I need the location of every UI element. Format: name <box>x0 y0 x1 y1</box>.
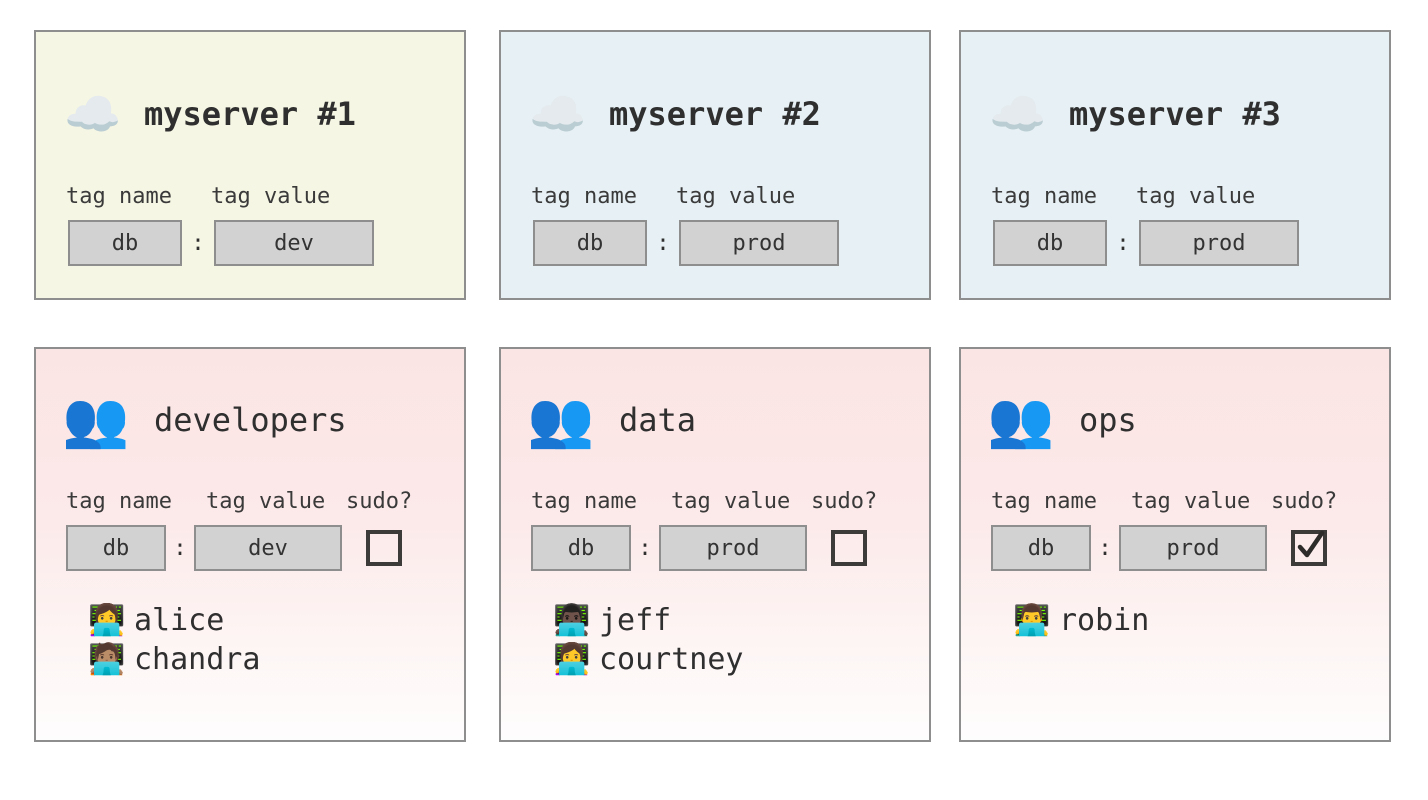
server-card-2-header: ☁️ myserver #2 <box>501 32 929 150</box>
tag-separator: : <box>1116 230 1130 256</box>
cloud-icon: ☁️ <box>529 87 587 141</box>
group-card-ops-header: 👥 ops <box>961 349 1389 463</box>
sudo-checkbox[interactable] <box>366 530 402 566</box>
list-item[interactable]: 🧑🏽‍💻 chandra <box>88 642 464 677</box>
member-name: robin <box>1059 603 1150 638</box>
group-card-data[interactable]: 👥 data tag name tag value sudo? db : pro… <box>499 347 931 742</box>
tag-value-value[interactable]: dev <box>214 220 374 266</box>
server-card-2-tag-headers: tag name tag value <box>501 186 929 208</box>
member-name: jeff <box>599 603 672 638</box>
server-card-1-header: ☁️ myserver #1 <box>36 32 464 150</box>
sudo-cell <box>1291 530 1327 566</box>
tag-value-header: tag value <box>1131 489 1251 514</box>
group-card-developers-title: developers <box>154 401 347 439</box>
person-technologist-icon: 👩‍💻 <box>88 602 126 638</box>
tag-name-value[interactable]: db <box>993 220 1107 266</box>
server-card-2[interactable]: ☁️ myserver #2 tag name tag value db : p… <box>499 30 931 300</box>
server-card-2-title: myserver #2 <box>609 95 821 133</box>
tag-value-value[interactable]: prod <box>1119 525 1267 571</box>
tag-name-value[interactable]: db <box>533 220 647 266</box>
tag-value-value[interactable]: dev <box>194 525 342 571</box>
server-card-3-tag-row: db : prod <box>961 220 1389 266</box>
checkmark-icon <box>1297 530 1325 558</box>
tag-separator: : <box>173 535 187 561</box>
tag-value-header: tag value <box>671 489 791 514</box>
tag-separator: : <box>638 535 652 561</box>
sudo-checkbox[interactable] <box>831 530 867 566</box>
list-item[interactable]: 👨‍💻 robin <box>1013 603 1389 638</box>
tag-name-header: tag name <box>531 489 637 514</box>
tag-separator: : <box>1098 535 1112 561</box>
member-name: courtney <box>599 642 744 677</box>
tag-name-value[interactable]: db <box>531 525 631 571</box>
tag-value-header: tag value <box>211 184 331 209</box>
tag-name-value[interactable]: db <box>991 525 1091 571</box>
tag-name-header: tag name <box>66 184 172 209</box>
group-card-ops-title: ops <box>1079 401 1137 439</box>
person-technologist-icon: 👨‍💻 <box>1013 602 1051 638</box>
tag-value-header: tag value <box>676 184 796 209</box>
sudo-cell <box>831 530 867 566</box>
group-card-developers[interactable]: 👥 developers tag name tag value sudo? db… <box>34 347 466 742</box>
tag-name-header: tag name <box>531 184 637 209</box>
cloud-icon: ☁️ <box>989 87 1047 141</box>
group-card-ops[interactable]: 👥 ops tag name tag value sudo? db : prod… <box>959 347 1391 742</box>
list-item[interactable]: 👩‍💻 courtney <box>553 642 929 677</box>
server-card-1-tag-row: db : dev <box>36 220 464 266</box>
group-card-ops-tag-row: db : prod <box>961 525 1389 571</box>
list-item[interactable]: 👨🏿‍💻 jeff <box>553 603 929 638</box>
group-card-developers-tag-row: db : dev <box>36 525 464 571</box>
person-technologist-icon: 🧑🏽‍💻 <box>88 641 126 677</box>
tag-name-header: tag name <box>991 184 1097 209</box>
group-card-ops-members: 👨‍💻 robin <box>961 603 1389 638</box>
group-card-data-tag-row: db : prod <box>501 525 929 571</box>
person-technologist-icon: 👩‍💻 <box>553 641 591 677</box>
group-card-data-title: data <box>619 401 697 439</box>
group-card-data-tag-headers: tag name tag value sudo? <box>501 491 929 513</box>
tag-value-value[interactable]: prod <box>1139 220 1299 266</box>
sudo-header: sudo? <box>346 489 413 514</box>
busts-in-silhouette-icon: 👥 <box>987 388 1055 451</box>
group-card-developers-header: 👥 developers <box>36 349 464 463</box>
group-card-data-members: 👨🏿‍💻 jeff 👩‍💻 courtney <box>501 603 929 677</box>
server-card-1-tag-headers: tag name tag value <box>36 186 464 208</box>
server-card-1-title: myserver #1 <box>144 95 356 133</box>
cloud-icon: ☁️ <box>64 87 122 141</box>
tag-name-value[interactable]: db <box>68 220 182 266</box>
group-card-data-header: 👥 data <box>501 349 929 463</box>
server-card-3-header: ☁️ myserver #3 <box>961 32 1389 150</box>
server-card-3-tag-headers: tag name tag value <box>961 186 1389 208</box>
person-technologist-icon: 👨🏿‍💻 <box>553 602 591 638</box>
group-card-ops-tag-headers: tag name tag value sudo? <box>961 491 1389 513</box>
tag-value-header: tag value <box>206 489 326 514</box>
member-name: alice <box>134 603 225 638</box>
tag-separator: : <box>191 230 205 256</box>
sudo-header: sudo? <box>811 489 878 514</box>
group-card-developers-tag-headers: tag name tag value sudo? <box>36 491 464 513</box>
member-name: chandra <box>134 642 261 677</box>
tag-value-header: tag value <box>1136 184 1256 209</box>
server-card-2-tag-row: db : prod <box>501 220 929 266</box>
server-card-3-title: myserver #3 <box>1069 95 1281 133</box>
sudo-checkbox[interactable] <box>1291 530 1327 566</box>
sudo-header: sudo? <box>1271 489 1338 514</box>
busts-in-silhouette-icon: 👥 <box>62 388 130 451</box>
group-card-developers-members: 👩‍💻 alice 🧑🏽‍💻 chandra <box>36 603 464 677</box>
busts-in-silhouette-icon: 👥 <box>527 388 595 451</box>
tag-value-value[interactable]: prod <box>659 525 807 571</box>
server-card-1[interactable]: ☁️ myserver #1 tag name tag value db : d… <box>34 30 466 300</box>
tag-name-header: tag name <box>991 489 1097 514</box>
tag-name-value[interactable]: db <box>66 525 166 571</box>
tag-value-value[interactable]: prod <box>679 220 839 266</box>
list-item[interactable]: 👩‍💻 alice <box>88 603 464 638</box>
server-card-3[interactable]: ☁️ myserver #3 tag name tag value db : p… <box>959 30 1391 300</box>
tag-separator: : <box>656 230 670 256</box>
tag-name-header: tag name <box>66 489 172 514</box>
sudo-cell <box>366 530 402 566</box>
